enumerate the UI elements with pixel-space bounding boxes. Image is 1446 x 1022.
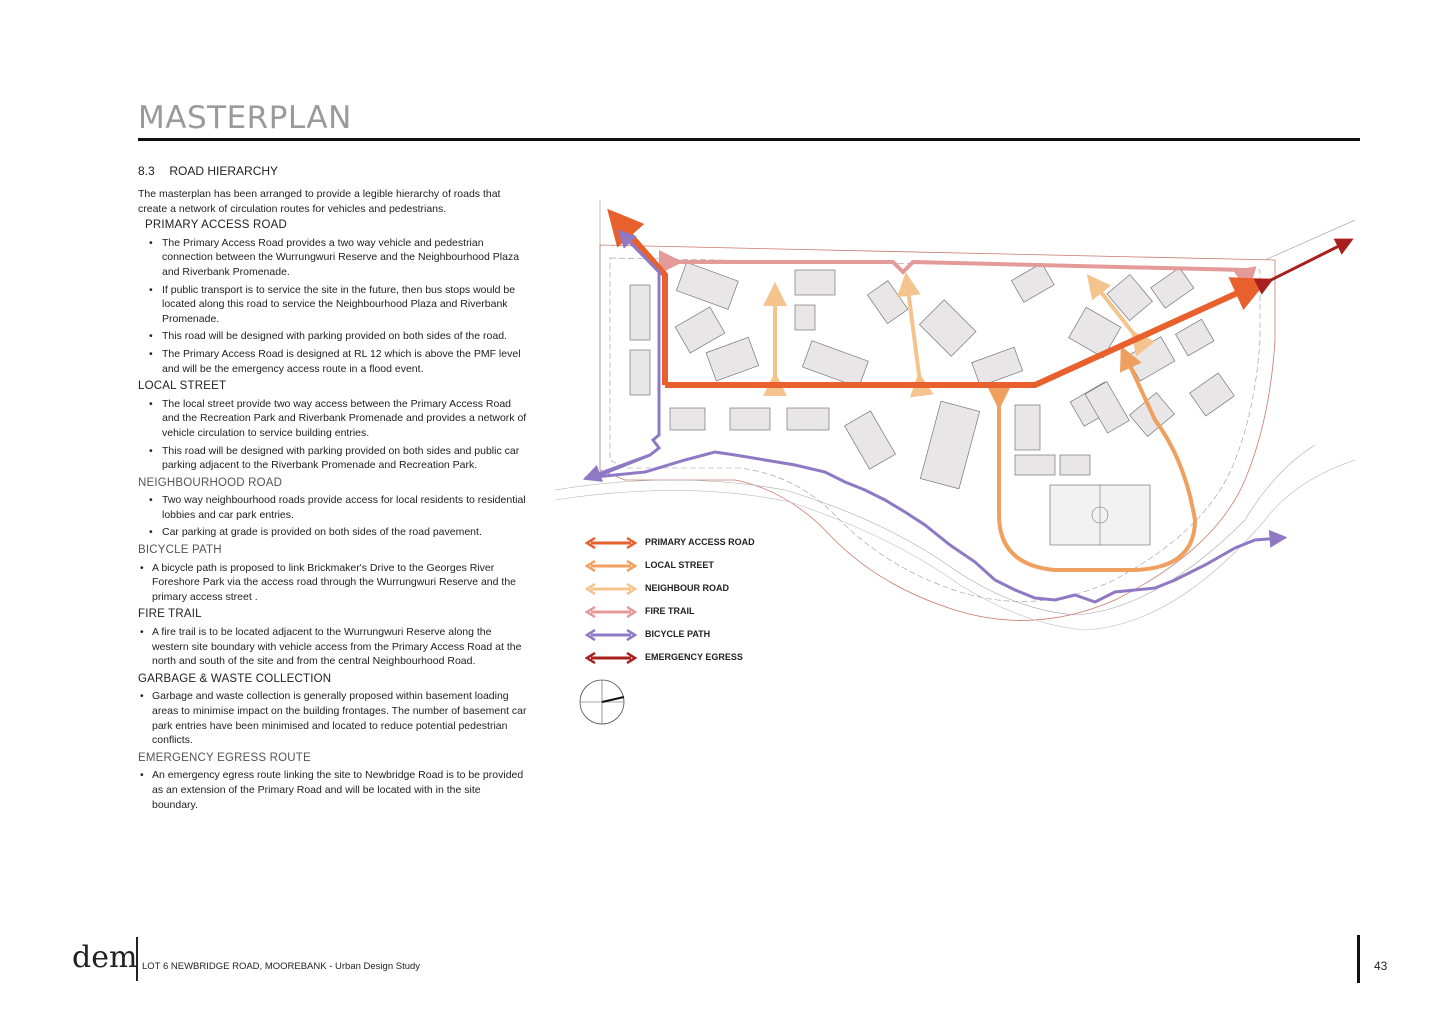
list-item: A bicycle path is proposed to link Brick…: [138, 561, 528, 605]
legend-label: FIRE TRAIL: [645, 606, 695, 616]
section-heading: 8.3 ROAD HIERARCHY: [138, 164, 278, 178]
body-text: The masterplan has been arranged to prov…: [138, 187, 528, 815]
river-bank-outer: [555, 459, 1355, 631]
egress-heading: EMERGENCY EGRESS ROUTE: [138, 751, 311, 764]
list-item: Two way neighbourhood roads provide acce…: [138, 493, 528, 522]
legend-arrow-icon: [585, 629, 638, 641]
legend-arrow-icon: [585, 606, 638, 618]
list-item: The Primary Access Road is designed at R…: [138, 347, 528, 376]
list-item: An emergency egress route linking the si…: [138, 768, 528, 812]
north-arrow-icon: [579, 679, 625, 725]
legend-label: EMERGENCY EGRESS: [645, 652, 743, 662]
site-plan-map: [555, 200, 1355, 631]
primary-list: The Primary Access Road provides a two w…: [138, 236, 528, 376]
river-bank: [555, 444, 1316, 616]
primary-heading: PRIMARY ACCESS ROAD: [145, 219, 288, 232]
legend-arrow-icon: [585, 583, 638, 595]
fire-trail-route: [659, 250, 1257, 292]
garbage-list: Garbage and waste collection is generall…: [138, 689, 528, 747]
list-item: This road will be designed with parking …: [138, 444, 528, 473]
section-title: ROAD HIERARCHY: [169, 164, 279, 178]
list-item: If public transport is to service the si…: [138, 283, 528, 327]
legend-arrow-icon: [585, 560, 638, 572]
legend-label: LOCAL STREET: [645, 560, 714, 570]
legend-label: PRIMARY ACCESS ROAD: [645, 537, 755, 547]
legend-arrow-icon: [585, 537, 638, 549]
list-item: A fire trail is to be located adjacent t…: [138, 625, 528, 669]
list-item: Garbage and waste collection is generall…: [138, 689, 528, 747]
title-divider: [138, 138, 1360, 141]
local-heading: LOCAL STREET: [138, 380, 227, 393]
emergency-egress-route: [1253, 238, 1354, 295]
footer-divider: [136, 937, 138, 981]
local-street-route: [987, 345, 1198, 572]
field-centre-circle: [1091, 506, 1109, 524]
site-boundary: [599, 244, 1276, 621]
local-list: The local street provide two way access …: [138, 397, 528, 473]
bicycle-heading: BICYCLE PATH: [138, 544, 222, 557]
legend-label: BICYCLE PATH: [645, 629, 711, 639]
intro-paragraph: The masterplan has been arranged to prov…: [138, 188, 501, 215]
list-item: The local street provide two way access …: [138, 397, 528, 441]
legend-label: NEIGHBOUR ROAD: [645, 583, 730, 593]
fire-list: A fire trail is to be located adjacent t…: [138, 625, 528, 669]
dem-logo: dem: [72, 940, 138, 975]
bicycle-path-west: [582, 453, 651, 482]
bicycle-list: A bicycle path is proposed to link Brick…: [138, 561, 528, 605]
primary-access-north: [607, 208, 668, 277]
neighbourhood-list: Two way neighbourhood roads provide acce…: [138, 493, 528, 540]
neighbourhood-heading: NEIGHBOURHOOD ROAD: [138, 476, 283, 489]
buildings: [629, 261, 1235, 546]
garbage-heading: GARBAGE & WASTE COLLECTION: [138, 672, 332, 685]
section-number: 8.3: [138, 164, 155, 178]
page-title: MASTERPLAN: [138, 100, 352, 136]
page-number: 43: [1374, 959, 1388, 973]
neighbour-road-3: [1086, 274, 1156, 357]
neighbour-road-2: [896, 272, 934, 398]
list-item: The Primary Access Road provides a two w…: [138, 236, 528, 280]
page-number-divider: [1357, 935, 1360, 983]
footer-text: LOT 6 NEWBRIDGE ROAD, MOOREBANK - Urban …: [142, 961, 421, 972]
legend-arrow-icon: [585, 652, 638, 664]
list-item: Car parking at grade is provided on both…: [138, 525, 528, 540]
egress-road-edge: [1264, 219, 1355, 261]
egress-list: An emergency egress route linking the si…: [138, 768, 528, 812]
bicycle-path-north: [617, 229, 661, 274]
list-item: This road will be designed with parking …: [138, 329, 528, 344]
fire-heading: FIRE TRAIL: [138, 608, 202, 621]
